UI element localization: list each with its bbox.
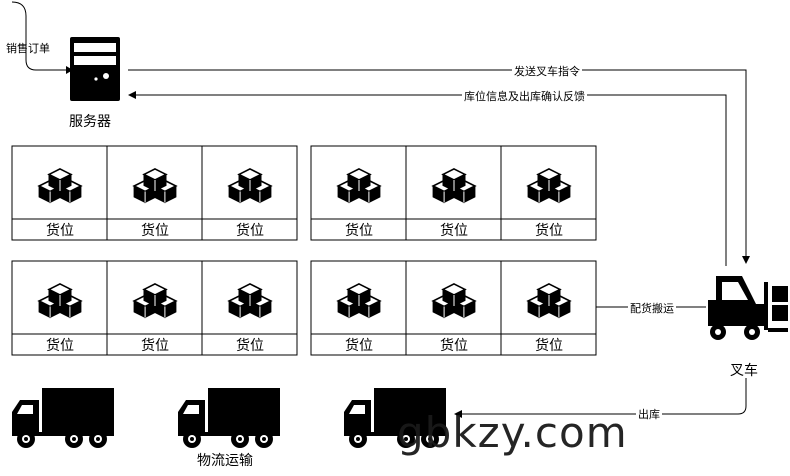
slot-label: 货位: [46, 338, 74, 354]
goods-cubes-icon: [526, 168, 572, 204]
sales-order-connector: [11, 1, 66, 71]
slot-label: 货位: [345, 223, 373, 239]
send-command-arrowhead: [742, 256, 750, 264]
goods-cubes-icon: [37, 283, 83, 319]
goods-cubes-icon: [227, 283, 273, 319]
send-command-label: 发送叉车指令: [512, 63, 582, 79]
storage-slot: [500, 260, 597, 356]
storage-slot: [201, 145, 298, 241]
goods-cubes-icon: [37, 168, 83, 204]
picking-label: 配货搬运: [628, 300, 676, 316]
send-command-line: [128, 69, 747, 262]
feedback-label: 库位信息及出库确认反馈: [462, 88, 587, 104]
slot-label: 货位: [236, 223, 264, 239]
feedback-arrowhead: [128, 91, 136, 99]
goods-cubes-icon: [132, 168, 178, 204]
goods-cubes-icon: [132, 283, 178, 319]
slot-label: 货位: [46, 223, 74, 239]
slot-label: 货位: [440, 338, 468, 354]
outbound-line: [456, 378, 747, 415]
slot-label: 货位: [440, 223, 468, 239]
goods-cubes-icon: [431, 283, 477, 319]
storage-slot: [201, 260, 298, 356]
sales-order-label: 销售订单: [6, 42, 50, 55]
slot-label: 货位: [535, 338, 563, 354]
storage-slot: [500, 145, 597, 241]
truck-icon: [344, 388, 446, 448]
logistics-label: 物流运输: [197, 453, 253, 469]
goods-cubes-icon: [227, 168, 273, 204]
goods-cubes-icon: [336, 283, 382, 319]
forklift-label: 叉车: [730, 363, 758, 379]
slot-label: 货位: [535, 223, 563, 239]
feedback-line: [130, 94, 727, 266]
forklift-icon: [708, 276, 788, 340]
goods-cubes-icon: [431, 168, 477, 204]
slot-label: 货位: [236, 338, 264, 354]
watermark-text: gbkzy.com: [397, 408, 628, 457]
outbound-label: 出库: [636, 406, 662, 422]
slot-label: 货位: [345, 338, 373, 354]
slot-label: 货位: [141, 223, 169, 239]
sales-order-arrowhead: [66, 66, 73, 74]
truck-icon: [12, 388, 114, 448]
storage-area: [11, 145, 597, 356]
slot-label: 货位: [141, 338, 169, 354]
truck-icon: [178, 388, 280, 448]
trucks-group: [12, 388, 446, 448]
server-label: 服务器: [69, 114, 111, 130]
goods-cubes-icon: [526, 283, 572, 319]
goods-cubes-icon: [336, 168, 382, 204]
server-icon: [70, 37, 120, 101]
outbound-arrowhead: [454, 410, 462, 418]
